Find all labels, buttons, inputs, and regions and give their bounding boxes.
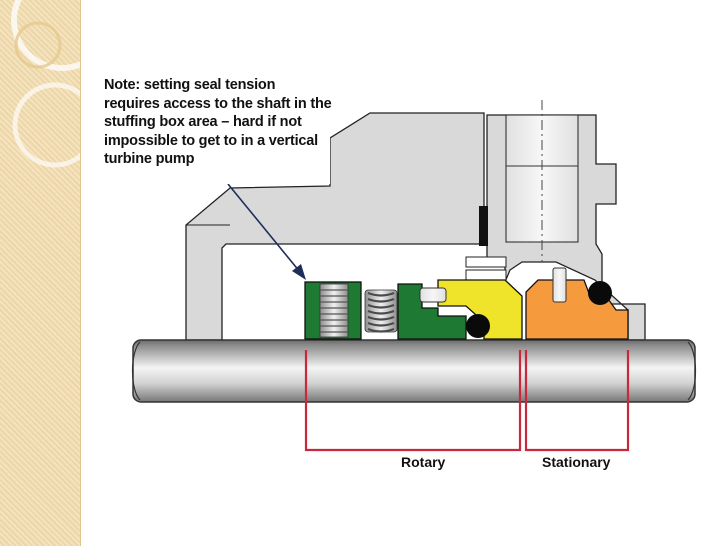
note-arrow <box>227 183 306 280</box>
rotary-o-ring <box>466 314 490 338</box>
rotary-seal-face <box>437 279 523 340</box>
set-screw-thread <box>320 289 348 333</box>
note-box <box>98 72 330 184</box>
gland-gasket <box>479 206 488 246</box>
seal-spring <box>364 289 398 333</box>
drive-pin <box>419 287 447 303</box>
decorative-rings-icon <box>11 0 80 168</box>
anti-rotation-pin <box>552 267 567 303</box>
stationary-bracket <box>524 350 630 452</box>
rotary-label: Rotary <box>401 454 446 470</box>
decorative-side-strip <box>0 0 81 546</box>
shaft <box>132 339 696 403</box>
rotary-bracket <box>304 350 522 452</box>
stationary-seat <box>525 279 629 340</box>
stationary-label: Stationary <box>542 454 611 470</box>
note-text: Note: setting seal tension requires acce… <box>104 77 332 167</box>
stuffing-box-housing <box>185 112 485 341</box>
stationary-o-ring <box>588 281 612 305</box>
